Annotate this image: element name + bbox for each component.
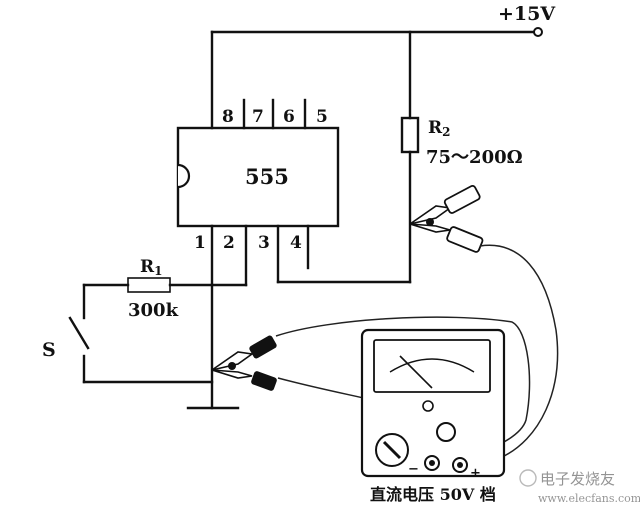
r1-value: 300k <box>128 300 179 321</box>
zero-adjust-knob <box>422 400 434 412</box>
alligator-clip-right <box>409 184 484 253</box>
switch-label: S <box>42 339 56 361</box>
r2-branch: R2 75～200Ω <box>276 30 523 284</box>
r1-branch: R1 300k <box>82 257 248 321</box>
watermark-text: 电子发烧友 <box>540 470 615 488</box>
pin-5-label: 5 <box>316 107 328 127</box>
meter-jack-top <box>436 422 456 442</box>
supply-label: +15V <box>498 3 556 25</box>
pin-6-label: 6 <box>283 107 295 127</box>
ic-555: 555 8 7 6 5 1 2 3 4 <box>176 98 340 410</box>
pin-3-label: 3 <box>258 233 270 253</box>
positive-sign: + <box>470 466 481 481</box>
r1-resistor <box>127 277 171 293</box>
negative-sign: − <box>408 462 419 477</box>
pin-1-label: 1 <box>194 233 206 253</box>
watermark-url: www.elecfans.com <box>538 492 640 505</box>
r2-value: 75～200Ω <box>426 147 523 168</box>
ic-notch <box>177 163 191 189</box>
meter-dial-window <box>373 339 491 393</box>
multimeter: − + 直流电压 50V 档 <box>360 328 506 504</box>
supply-terminal <box>533 27 543 37</box>
r2-resistor <box>400 116 420 154</box>
r1-label: R1 <box>140 257 163 278</box>
watermark-logo-icon <box>519 469 537 487</box>
switch-s: S <box>42 316 214 384</box>
r2-label: R2 <box>428 118 451 139</box>
pin-4-label: 4 <box>290 233 302 253</box>
meter-range-caption: 直流电压 50V 档 <box>370 485 496 504</box>
pin-8-label: 8 <box>222 107 234 127</box>
ic-label: 555 <box>245 164 289 189</box>
watermark: 电子发烧友 www.elecfans.com <box>519 469 640 505</box>
pin-2-label: 2 <box>223 233 235 253</box>
meter-needle <box>399 355 433 389</box>
pin-7-label: 7 <box>252 107 264 127</box>
alligator-clip-left <box>211 335 277 391</box>
supply-rail: +15V <box>210 3 556 130</box>
